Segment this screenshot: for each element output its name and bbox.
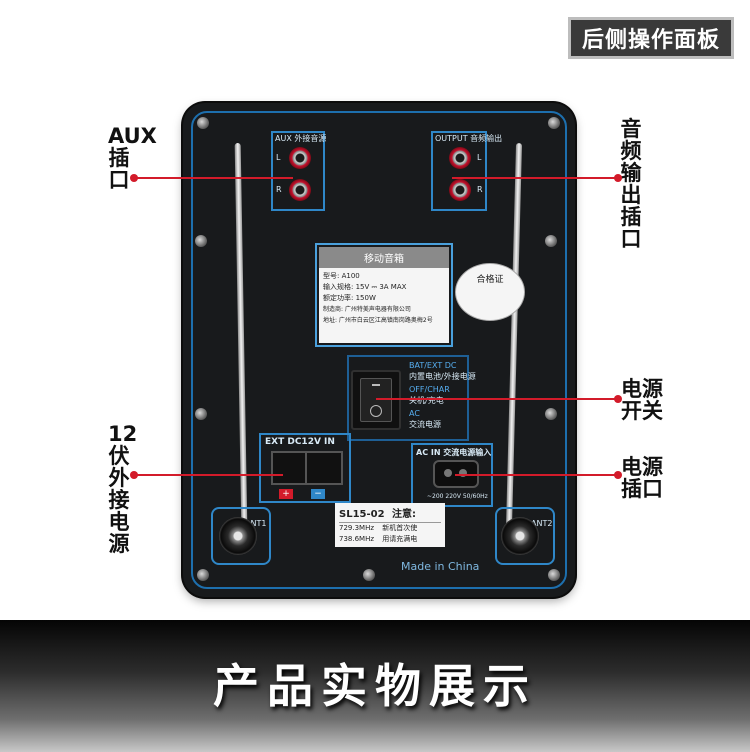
screw <box>545 235 557 247</box>
switch-label-off: OFF/CHAR <box>409 385 450 394</box>
output-right-jack[interactable] <box>449 179 471 201</box>
aux-callout-line <box>133 177 293 179</box>
nameplate-row: 输入规格: 15V ⎓ 3A MAX <box>323 283 407 291</box>
ext-12v-callout-dot <box>130 471 138 479</box>
output-left-jack[interactable] <box>449 147 471 169</box>
power-switch-callout-label: 电源开关 <box>621 377 663 423</box>
aux-input-label: AUX 外接音源 <box>275 134 327 143</box>
nameplate-row: 型号: A100 <box>323 272 360 280</box>
made-in-label: Made in China <box>401 560 480 573</box>
qc-sticker: 合格证 <box>455 263 525 321</box>
power-switch[interactable] <box>351 370 401 430</box>
rear-panel-tag: 后侧操作面板 <box>568 17 734 59</box>
switch-label-ac-cn: 交流电源 <box>409 420 441 429</box>
audio-output-label: OUTPUT 音频输出 <box>435 134 503 143</box>
audio-output-box: OUTPUT 音频输出 L R <box>431 131 502 211</box>
aux-callout-dot <box>130 174 138 182</box>
ac-rating: ~200 220V 50/60Hz <box>427 493 488 500</box>
audio-out-callout-dot <box>614 174 622 182</box>
audio-out-callout-label: 音频输出插口 <box>620 117 642 251</box>
nameplate-row: 制造商: 广州特美声电器有限公司 <box>323 306 411 313</box>
nameplate: 移动音箱 型号: A100 输入规格: 15V ⎓ 3A MAX 额定功率: 1… <box>319 247 449 343</box>
plus-badge: + <box>279 489 293 499</box>
power-switch-callout-dot <box>614 395 622 403</box>
model-sticker: SL15-02 注意: 729.3MHz 新机首次使 738.6MHz 用请充满… <box>335 503 445 547</box>
ant1-connector[interactable] <box>219 517 257 555</box>
audio-out-callout-line <box>452 177 618 179</box>
aux-input-box: AUX 外接音源 L R <box>271 131 327 211</box>
screw <box>195 235 207 247</box>
note-line-2: 用请充满电 <box>382 535 418 543</box>
switch-label-bat: BAT/EXT DC <box>409 361 457 370</box>
ext-dc-label: EXT DC12V IN <box>265 437 335 447</box>
power-in-callout-line <box>455 474 618 476</box>
ext-12v-callout-line <box>133 474 283 476</box>
aux-callout-label: AUX插口 <box>108 124 157 192</box>
nameplate-frame <box>315 243 453 347</box>
panel-trim <box>191 111 567 589</box>
power-in-callout-dot <box>614 471 622 479</box>
nameplate-title: 移动音箱 <box>319 247 449 268</box>
power-in-callout-label: 电源插口 <box>621 455 663 501</box>
jack-right-label: R <box>276 185 282 194</box>
rear-panel: AUX 外接音源 L R OUTPUT 音频输出 L R 移动音箱 型号: A1… <box>183 103 575 597</box>
frequency-2: 738.6MHz <box>339 535 375 543</box>
switch-label-off-cn: 关机/充电 <box>409 396 444 405</box>
screw <box>197 117 209 129</box>
screw <box>548 569 560 581</box>
screw <box>195 408 207 420</box>
model-note: 注意: <box>392 509 417 520</box>
ant2-label: ANT2 <box>531 519 553 528</box>
screw <box>545 408 557 420</box>
ant2-connector[interactable] <box>501 517 539 555</box>
power-switch-callout-line <box>376 398 618 400</box>
aux-right-jack[interactable] <box>289 179 311 201</box>
jack-left-label: L <box>276 153 281 162</box>
nameplate-row: 额定功率: 150W <box>323 294 376 302</box>
model-number: SL15-02 <box>339 509 385 520</box>
jack-left-label: L <box>477 153 482 162</box>
screw <box>548 117 560 129</box>
ac-in-label: AC IN 交流电源输入 <box>416 448 492 457</box>
nameplate-row: 地址: 广州市白云区江高镇南岗路奥梅2号 <box>323 317 433 324</box>
aux-left-jack[interactable] <box>289 147 311 169</box>
note-line-1: 新机首次使 <box>382 524 418 532</box>
ext-dc-plus-terminal[interactable] <box>271 451 309 485</box>
power-rocker[interactable] <box>360 378 392 422</box>
bottom-banner <box>0 620 750 752</box>
ext-dc-box: EXT DC12V IN <box>259 433 351 503</box>
ant1-frame: ANT1 <box>211 507 271 565</box>
ext-dc-minus-terminal[interactable] <box>305 451 343 485</box>
ant1-label: ANT1 <box>245 519 267 528</box>
frequency-1: 729.3MHz <box>339 524 375 532</box>
qc-sticker-label: 合格证 <box>476 275 504 285</box>
jack-right-label: R <box>477 185 483 194</box>
switch-label-ac: AC <box>409 409 420 418</box>
screw <box>363 569 375 581</box>
switch-label-bat-cn: 内置电池/外接电源 <box>409 372 476 381</box>
minus-badge: − <box>311 489 325 499</box>
ant2-frame: ANT2 <box>495 507 555 565</box>
ext-12v-callout-label: 12伏外接电源 <box>108 422 138 556</box>
banner-title: 产品实物展示 <box>213 659 537 713</box>
screw <box>197 569 209 581</box>
